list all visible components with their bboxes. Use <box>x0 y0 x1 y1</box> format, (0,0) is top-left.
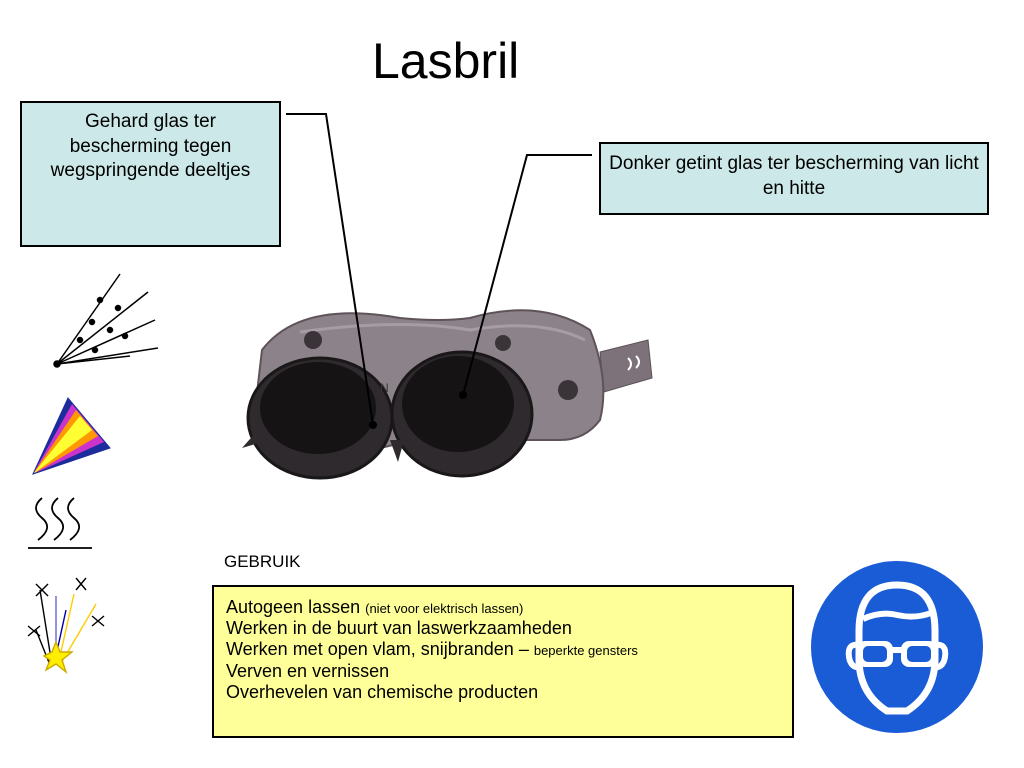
light-rays-icon <box>32 397 111 475</box>
usage-item: Autogeen lassen (niet voor elektrisch la… <box>226 597 524 617</box>
eye-protection-sign-icon <box>811 561 983 733</box>
callout-tinted-glass: Donker getint glas ter bescherming van l… <box>599 142 989 215</box>
usage-item: Verven en vernissen <box>226 660 390 681</box>
welding-goggles-image: N <box>242 309 653 480</box>
slide-title: Lasbril <box>372 33 520 89</box>
usage-item: Werken met open vlam, snijbranden – bepe… <box>226 639 638 660</box>
sparks-icon <box>27 577 105 675</box>
usage-item: Werken in de buurt van laswerkzaamheden <box>226 618 572 639</box>
usage-heading: GEBRUIK <box>224 552 301 571</box>
flying-particles-icon <box>53 273 159 368</box>
heat-waves-icon <box>28 497 92 549</box>
leader-lines <box>286 113 592 426</box>
usage-item: Overhevelen van chemische producten <box>226 681 539 702</box>
callout-hardened-glass: Gehard glas ter bescherming tegen wegspr… <box>20 101 281 247</box>
svg-text:N: N <box>380 381 389 395</box>
usage-list: Autogeen lassen (niet voor elektrisch la… <box>212 585 794 738</box>
